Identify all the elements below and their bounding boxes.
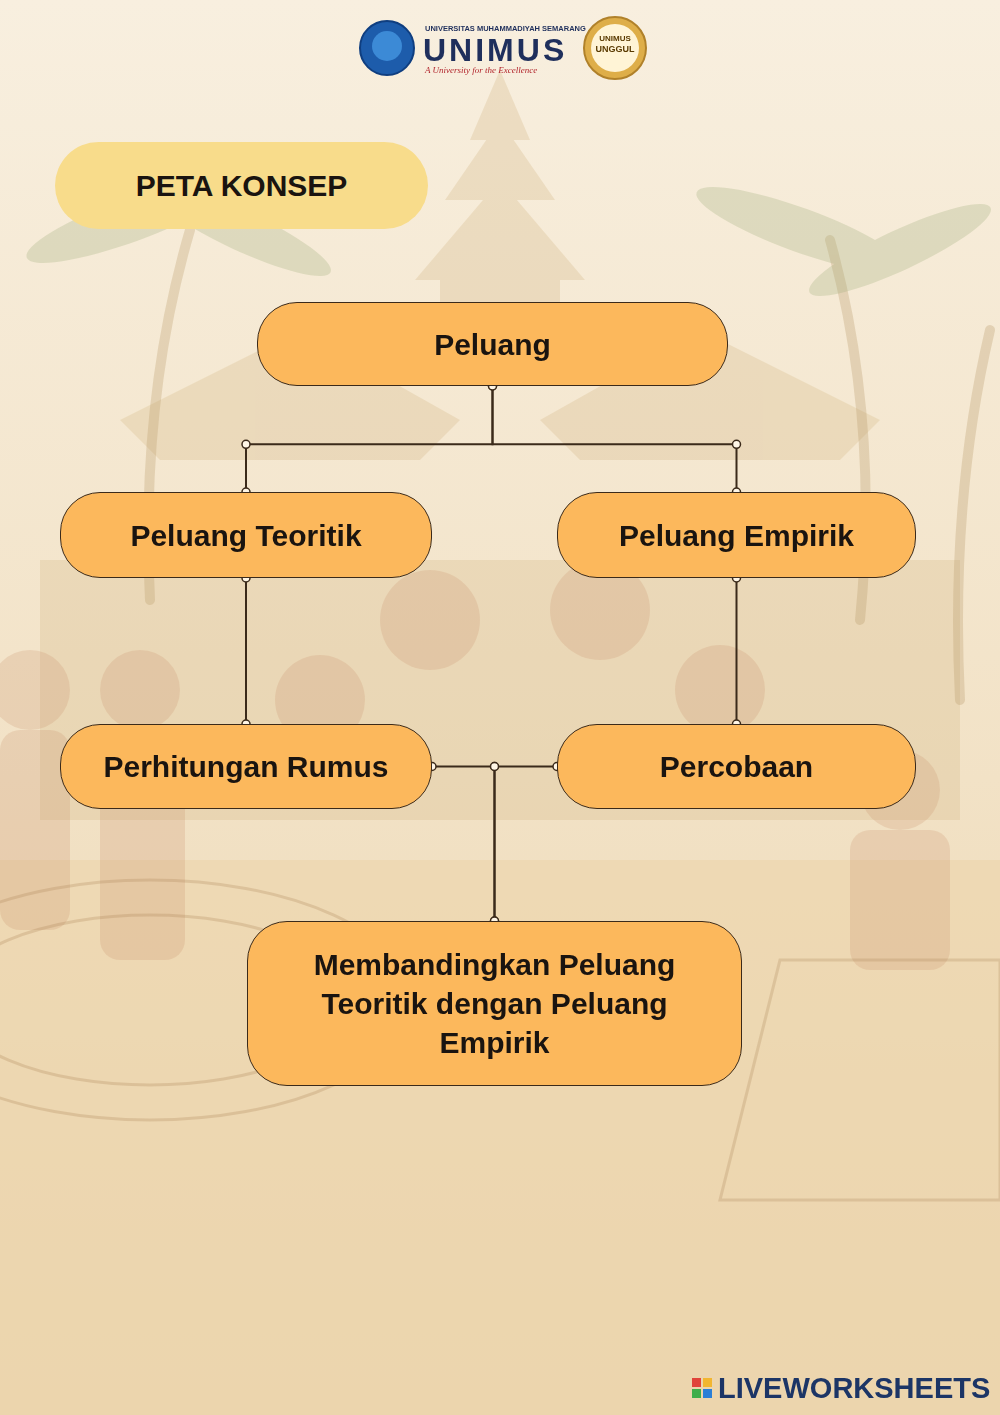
temple: [40, 70, 960, 820]
connector-dot: [491, 763, 499, 771]
children-figures: [0, 560, 950, 970]
connector-line: [493, 386, 737, 492]
connector-line: [736, 578, 738, 724]
accreditation-badge: [584, 17, 646, 79]
connector-line: [432, 767, 495, 922]
floor-patterns: [0, 880, 1000, 1200]
connector-dot: [733, 440, 741, 448]
connector-group: [428, 763, 499, 926]
connector-line: [245, 578, 247, 724]
concept-box: Peluang: [257, 302, 728, 386]
box-label: Peluang Empirik: [619, 516, 854, 555]
logo-text: UNIMUS: [423, 33, 567, 68]
connector-group: [242, 382, 497, 496]
university-logo: [360, 21, 414, 75]
logo-text: UNIMUS: [590, 35, 640, 44]
box-label: Membandingkan Peluang Teoritik dengan Pe…: [274, 945, 715, 1062]
concept-box: Peluang Empirik: [557, 492, 916, 578]
logo-text: A University for the Excellence: [425, 66, 537, 76]
concept-box: Perhitungan Rumus: [60, 724, 432, 809]
connector-dot: [242, 440, 250, 448]
title-text: PETA KONSEP: [136, 169, 348, 203]
connector-line: [495, 767, 558, 922]
connector-group: [242, 574, 250, 728]
title-pill: PETA KONSEP: [55, 142, 428, 229]
connector-group: [489, 382, 741, 496]
logo-text: UNGGUL: [590, 45, 640, 55]
concept-box: Membandingkan Peluang Teoritik dengan Pe…: [247, 921, 742, 1086]
logo-text: UNIVERSITAS MUHAMMADIYAH SEMARANG: [425, 25, 586, 33]
box-label: Percobaan: [660, 747, 813, 786]
connector-dot: [491, 763, 499, 771]
watermark-icon: [692, 1378, 712, 1398]
watermark: LIVEWORKSHEETS: [718, 1373, 990, 1405]
palm-leaves: [19, 162, 999, 311]
concept-box: Peluang Teoritik: [60, 492, 432, 578]
connector-line: [246, 386, 493, 492]
box-label: Peluang: [434, 325, 551, 364]
box-label: Perhitungan Rumus: [103, 747, 388, 786]
connector-group: [733, 574, 741, 728]
palm-trees: [148, 230, 990, 700]
box-label: Peluang Teoritik: [130, 516, 361, 555]
concept-box: Percobaan: [557, 724, 916, 809]
connector-group: [491, 763, 562, 926]
